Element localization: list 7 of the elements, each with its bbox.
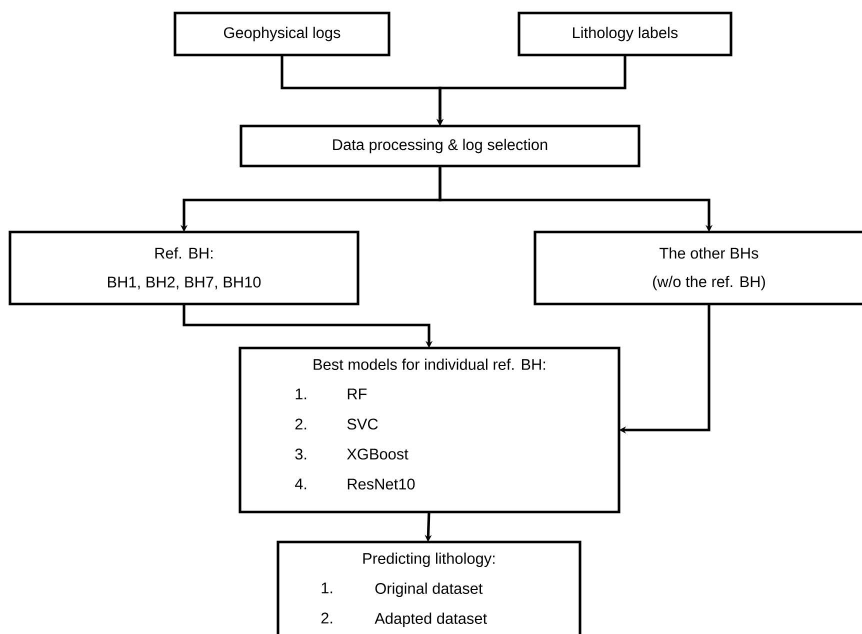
- process-box: Lithology labels: [518, 12, 732, 56]
- process-box: The other BHs (w/o the ref. BH): [534, 230, 862, 306]
- process-box: Predicting lithology: 1. Original dataset 2. Adapted dataset: [276, 540, 582, 634]
- process-box: Geophysical logs: [174, 12, 390, 56]
- process-box: Best models for individual ref. BH: 1. RF 2. SVC 3. XGBoost 4. ResNet10: [238, 346, 620, 514]
- process-box: Data processing & log selection: [240, 124, 640, 168]
- process-box: Ref. BH: BH1, BH2, BH7, BH10: [8, 230, 360, 306]
